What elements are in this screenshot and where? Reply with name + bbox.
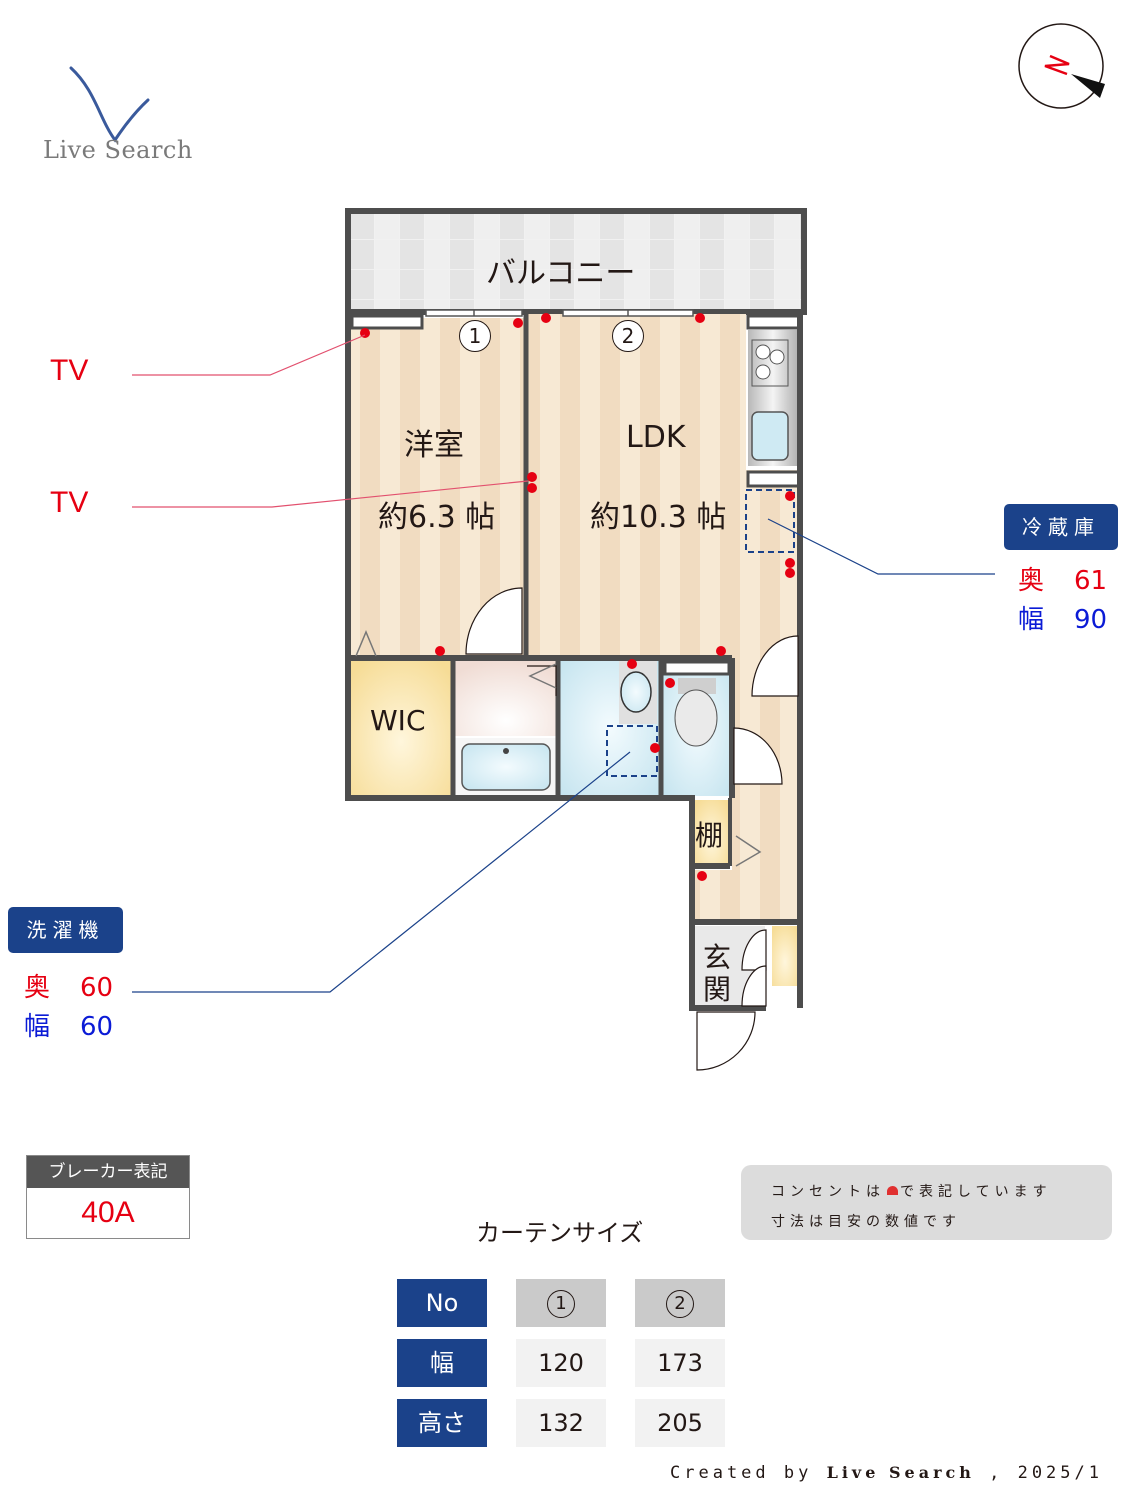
western-room-area: 約6.3 帖	[378, 500, 496, 535]
wic-floor	[351, 660, 451, 796]
depth-key: 奥	[24, 973, 51, 1003]
curtain-size-title: カーテンサイズ	[476, 1219, 644, 1247]
wic-label: WIC	[370, 704, 426, 737]
logo	[40, 60, 200, 170]
outlet-icon	[887, 1186, 898, 1195]
logo-text: Live Search	[43, 136, 193, 164]
width-value: 60	[80, 1012, 114, 1042]
header-height: 高さ	[397, 1399, 487, 1447]
entrance-label-1: 玄	[703, 941, 732, 974]
width-key: 幅	[24, 1012, 51, 1042]
col-1-no: 1	[516, 1279, 606, 1327]
refrigerator-badge: 冷蔵庫	[1004, 504, 1118, 550]
washbasin	[619, 660, 657, 724]
shelf-label: 棚	[695, 819, 724, 852]
walls	[345, 312, 803, 1011]
floor-plan	[132, 208, 995, 1071]
shoe-cabinet	[772, 926, 798, 986]
note-line-1-before: コンセントは	[771, 1184, 885, 1200]
footer-brand: Live Search	[826, 1463, 975, 1482]
window-number: 2	[666, 1290, 694, 1318]
tv-callout-1: TV	[50, 354, 89, 387]
window-marker-2: 2	[612, 320, 644, 352]
refrigerator-spot	[745, 489, 795, 553]
doors	[465, 587, 799, 1071]
footer-suffix: , 2025/1	[974, 1463, 1103, 1483]
ldk-area: 約10.3 帖	[590, 500, 727, 535]
outlets	[360, 313, 795, 881]
legend-note: コンセントはで表記しています 寸法は目安の数値です	[741, 1165, 1112, 1240]
depth-key: 奥	[1018, 566, 1045, 596]
entrance-label-2: 関	[703, 973, 732, 1006]
logo-v-mark-icon	[69, 66, 150, 143]
breaker-value: 40A	[81, 1196, 135, 1229]
windows	[425, 309, 694, 317]
window-marker-1: 1	[459, 320, 491, 352]
washing-machine-depth: 奥 60	[24, 967, 113, 1004]
footer-credit: Created by Live Search , 2025/1	[670, 1463, 1103, 1483]
width-key: 幅	[1018, 605, 1045, 635]
washing-machine-width: 幅 60	[24, 1006, 113, 1043]
width-value: 90	[1074, 605, 1108, 635]
ldk-label: LDK	[626, 420, 686, 455]
col-1-height: 132	[516, 1399, 606, 1447]
breaker-header: ブレーカー表記	[27, 1156, 189, 1188]
header-width: 幅	[397, 1339, 487, 1387]
dressing-room	[455, 660, 557, 736]
balcony	[345, 208, 807, 315]
note-line-1: コンセントはで表記しています	[771, 1181, 1052, 1201]
col-2-no: 2	[635, 1279, 725, 1327]
tv-callout-2: TV	[50, 486, 89, 519]
western-room-label: 洋室	[404, 428, 464, 463]
breaker-box: ブレーカー表記 40A	[26, 1155, 190, 1239]
bathtub	[455, 738, 557, 796]
washing-machine-badge: 洗濯機	[8, 907, 123, 953]
compass-north-icon	[1018, 23, 1105, 109]
note-line-2: 寸法は目安の数値です	[771, 1214, 961, 1230]
note-line-1-after: で表記しています	[900, 1184, 1052, 1200]
balcony-label: バルコニー	[486, 256, 636, 291]
header-no: No	[397, 1279, 487, 1327]
refrigerator-depth: 奥 61	[1018, 560, 1107, 597]
ldk-floor	[528, 314, 746, 656]
corridor-floor-lower	[695, 870, 798, 922]
refrigerator-width: 幅 90	[1018, 599, 1107, 636]
col-1-width: 120	[516, 1339, 606, 1387]
window-number: 1	[547, 1290, 575, 1318]
kitchen-counter	[746, 314, 802, 488]
footer-prefix: Created by	[670, 1463, 827, 1483]
compass	[1017, 22, 1105, 110]
depth-value: 60	[80, 973, 114, 1003]
col-2-width: 173	[635, 1339, 725, 1387]
col-2-height: 205	[635, 1399, 725, 1447]
leader-lines	[132, 334, 995, 993]
storage-arrows	[355, 630, 762, 867]
shelf-floor	[695, 800, 728, 866]
depth-value: 61	[1074, 566, 1108, 596]
toilet	[663, 660, 731, 747]
